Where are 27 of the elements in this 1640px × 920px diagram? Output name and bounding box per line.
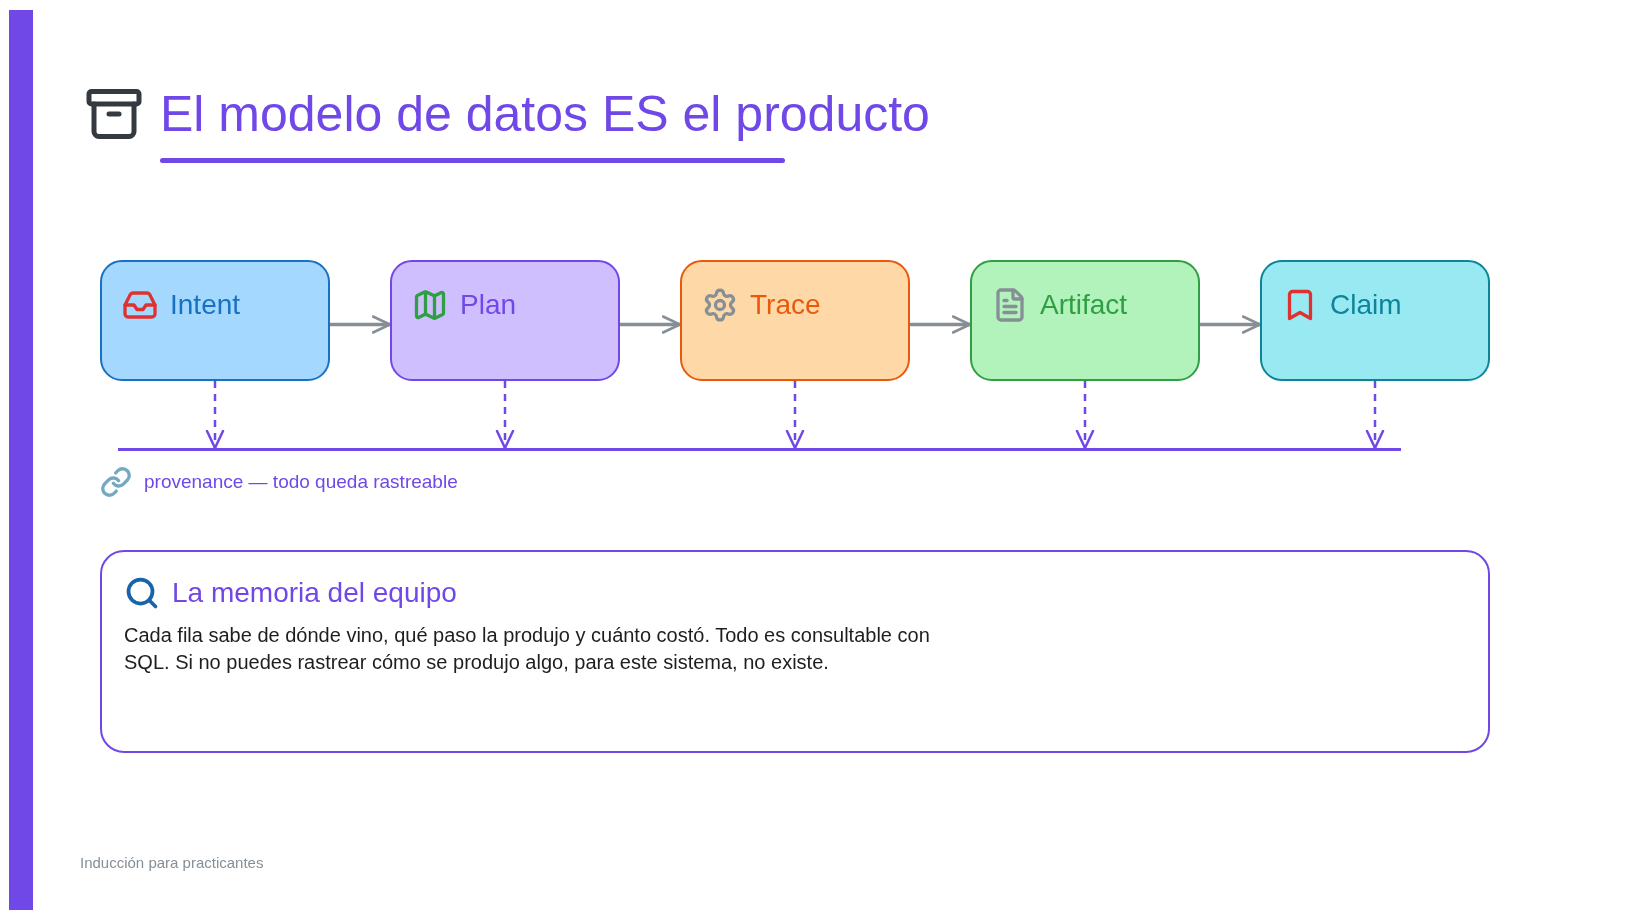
side-accent-bar bbox=[9, 10, 33, 910]
arrow bbox=[330, 315, 392, 334]
note-card bbox=[100, 550, 1490, 753]
step-label: Claim bbox=[1330, 288, 1402, 322]
step-label: Intent bbox=[170, 288, 241, 322]
provenance-line bbox=[118, 448, 1401, 451]
arrow bbox=[910, 315, 972, 334]
arrow bbox=[785, 381, 805, 450]
arrow bbox=[1365, 381, 1385, 450]
footer-text: Inducción para practicantes bbox=[80, 853, 264, 873]
process-box bbox=[390, 260, 620, 381]
process-box bbox=[970, 260, 1200, 381]
arrow bbox=[620, 315, 682, 334]
step-label: Plan bbox=[460, 288, 517, 322]
provenance-caption: provenance — todo queda rastreable bbox=[144, 469, 458, 494]
arrow bbox=[1075, 381, 1095, 450]
card-body: Cada fila sabe de dónde vino, qué paso la produjo y cuánto costó. Todo es consultable con SQL. Si no puedes rastrear cómo se produjo algo, para este sistema, no existe. bbox=[124, 623, 931, 675]
process-box bbox=[680, 260, 910, 381]
step-label: Artifact bbox=[1040, 288, 1128, 322]
title: El modelo de datos ES el producto bbox=[160, 85, 930, 144]
arrow bbox=[205, 381, 225, 450]
card-heading: La memoria del equipo bbox=[172, 576, 457, 610]
process-box bbox=[1260, 260, 1490, 381]
arrow bbox=[1200, 315, 1262, 334]
process-box bbox=[100, 260, 330, 381]
step-label: Trace bbox=[750, 288, 821, 322]
arrow bbox=[495, 381, 515, 450]
